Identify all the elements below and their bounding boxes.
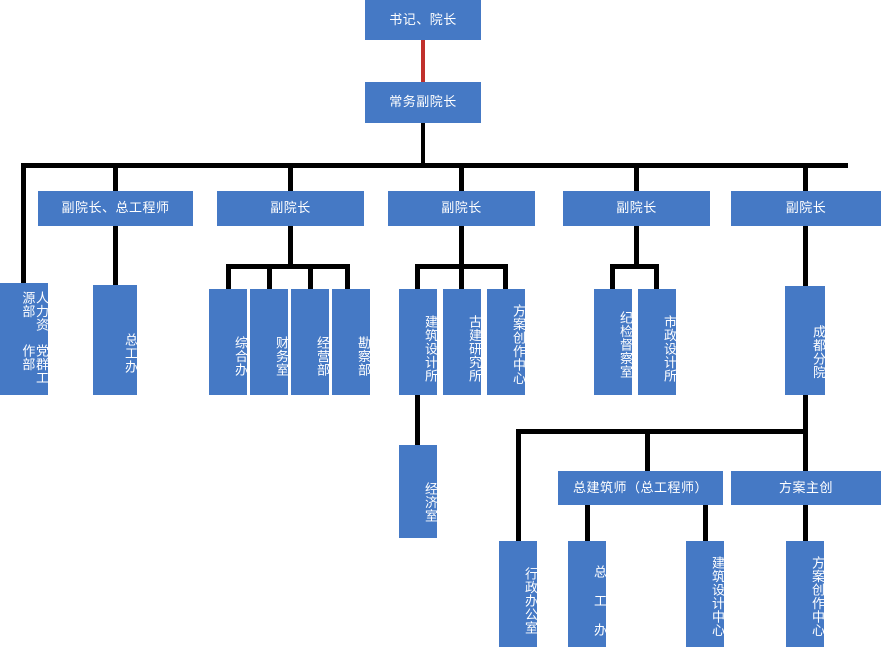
node-ancient-arch-institute-label: 古建研究所: [467, 314, 482, 383]
connector-vp4-stem: [634, 226, 639, 266]
connector-chengdu-drop-scheme-lead: [803, 429, 808, 471]
node-finance-office[interactable]: 财务室: [250, 289, 289, 395]
node-vp-chief-engineer-label: 副院长、总工程师: [61, 200, 170, 216]
node-branch-chief-engineer-office-label: 总 工 办: [592, 564, 607, 637]
node-root-label: 书记、院长: [389, 11, 457, 27]
node-general-office[interactable]: 综合办: [209, 289, 248, 395]
node-discipline-inspection-office[interactable]: 纪检督察室: [594, 289, 633, 395]
node-vp-5[interactable]: 副院长: [731, 191, 881, 226]
node-scheme-creation-center[interactable]: 方案创作中心: [487, 289, 526, 395]
connector-vp2-drop-3: [308, 264, 313, 289]
node-arch-design-institute[interactable]: 建筑设计所: [399, 289, 438, 395]
node-chief-architect[interactable]: 总建筑师（总工程师）: [558, 471, 723, 505]
connector-bus-drop-vp2: [288, 163, 293, 191]
node-chief-engineer-office-label: 总工办: [123, 332, 138, 374]
node-vp-2-label: 副院长: [270, 200, 311, 216]
connector-vp2-stem: [288, 226, 293, 266]
connector-vp4-drop-1: [610, 264, 615, 289]
connector-chengdu-branch-stem: [803, 395, 808, 433]
connector-bus-drop-vp5: [803, 163, 808, 191]
node-vp-chief-engineer[interactable]: 副院长、总工程师: [38, 191, 193, 226]
node-branch-chief-engineer-office[interactable]: 总 工 办: [568, 541, 607, 647]
node-economics-office[interactable]: 经济室: [399, 445, 438, 538]
node-executive-vp-label: 常务副院长: [389, 94, 457, 110]
node-municipal-design-institute[interactable]: 市政设计所: [638, 289, 677, 395]
node-hr-and-party-work[interactable]: 人力资源部 党群工作部: [0, 283, 49, 395]
node-chief-architect-label: 总建筑师（总工程师）: [572, 479, 708, 495]
node-vp-2[interactable]: 副院长: [217, 191, 364, 226]
connector-vp2-drop-1: [226, 264, 231, 289]
node-finance-office-label: 财务室: [274, 335, 289, 377]
connector-vp3-drop-3: [503, 264, 508, 289]
connector-vp2-drop-4: [345, 264, 350, 289]
node-scheme-lead-label: 方案主创: [778, 479, 833, 495]
node-admin-office[interactable]: 行政办公室: [499, 541, 538, 647]
connector-executive-vp-trunk: [421, 123, 425, 165]
connector-bus-drop-left-bypass: [21, 163, 26, 285]
node-municipal-design-institute-label: 市政设计所: [662, 314, 677, 383]
connector-vp1-to-chief-engineer-office: [113, 226, 118, 285]
node-operations-dept-label: 经营部: [315, 335, 330, 377]
node-arch-design-center-label: 建筑设计中心: [710, 556, 725, 637]
node-arch-design-institute-label: 建筑设计所: [423, 314, 438, 383]
node-general-office-label: 综合办: [233, 335, 248, 377]
node-branch-scheme-creation-center[interactable]: 方案创作中心: [786, 541, 825, 647]
node-branch-scheme-creation-center-label: 方案创作中心: [810, 556, 825, 637]
node-vp-3[interactable]: 副院长: [388, 191, 535, 226]
node-scheme-creation-center-label: 方案创作中心: [511, 304, 526, 385]
connector-chengdu-branch-bus: [516, 429, 808, 434]
node-vp-5-label: 副院长: [785, 200, 827, 216]
node-vp-4[interactable]: 副院长: [563, 191, 710, 226]
node-chengdu-branch[interactable]: 成都分院: [785, 286, 826, 395]
connector-chengdu-drop-chief-architect: [645, 429, 650, 471]
node-party-work-dept-label: 党群工作部: [20, 344, 49, 385]
node-hr-dept-label: 人力资源部: [20, 291, 49, 332]
node-chief-engineer-office[interactable]: 总工办: [93, 285, 138, 395]
connector-vp3-stem: [459, 226, 464, 266]
node-discipline-inspection-office-label: 纪检督察室: [618, 310, 633, 379]
node-vp-3-label: 副院长: [441, 200, 482, 216]
node-survey-dept[interactable]: 勘察部: [332, 289, 371, 395]
connector-vp-bus: [21, 163, 848, 168]
connector-bus-drop-vp3: [459, 163, 464, 191]
connector-scheme-lead-to-creation-center: [803, 505, 808, 541]
node-executive-vp[interactable]: 常务副院长: [365, 82, 481, 123]
node-scheme-lead[interactable]: 方案主创: [731, 471, 881, 505]
node-operations-dept[interactable]: 经营部: [291, 289, 330, 395]
node-admin-office-label: 行政办公室: [523, 566, 538, 635]
connector-bus-drop-vp4: [634, 163, 639, 191]
node-survey-dept-label: 勘察部: [356, 335, 371, 377]
connector-root-to-executive-vp: [421, 40, 425, 82]
connector-vp2-bus: [226, 264, 350, 269]
connector-vp4-drop-2: [654, 264, 659, 289]
connector-vp4-bus: [610, 264, 659, 269]
connector-arch-institute-to-economics-office: [415, 395, 420, 445]
node-arch-design-center[interactable]: 建筑设计中心: [686, 541, 725, 647]
node-chengdu-branch-label: 成都分院: [811, 324, 826, 379]
node-root[interactable]: 书记、院长: [365, 0, 481, 40]
connector-vp2-drop-2: [267, 264, 272, 289]
node-vp-4-label: 副院长: [616, 200, 657, 216]
connector-vp5-to-chengdu-branch: [803, 226, 808, 286]
connector-vp3-drop-1: [415, 264, 420, 289]
node-economics-office-label: 经济室: [423, 482, 438, 523]
connector-chief-architect-to-ce-office: [585, 505, 590, 541]
node-ancient-arch-institute[interactable]: 古建研究所: [443, 289, 482, 395]
connector-chengdu-drop-admin: [516, 429, 521, 541]
connector-vp3-drop-2: [459, 264, 464, 289]
connector-chief-architect-to-arch-center: [703, 505, 708, 541]
connector-bus-drop-vp1: [113, 163, 118, 191]
